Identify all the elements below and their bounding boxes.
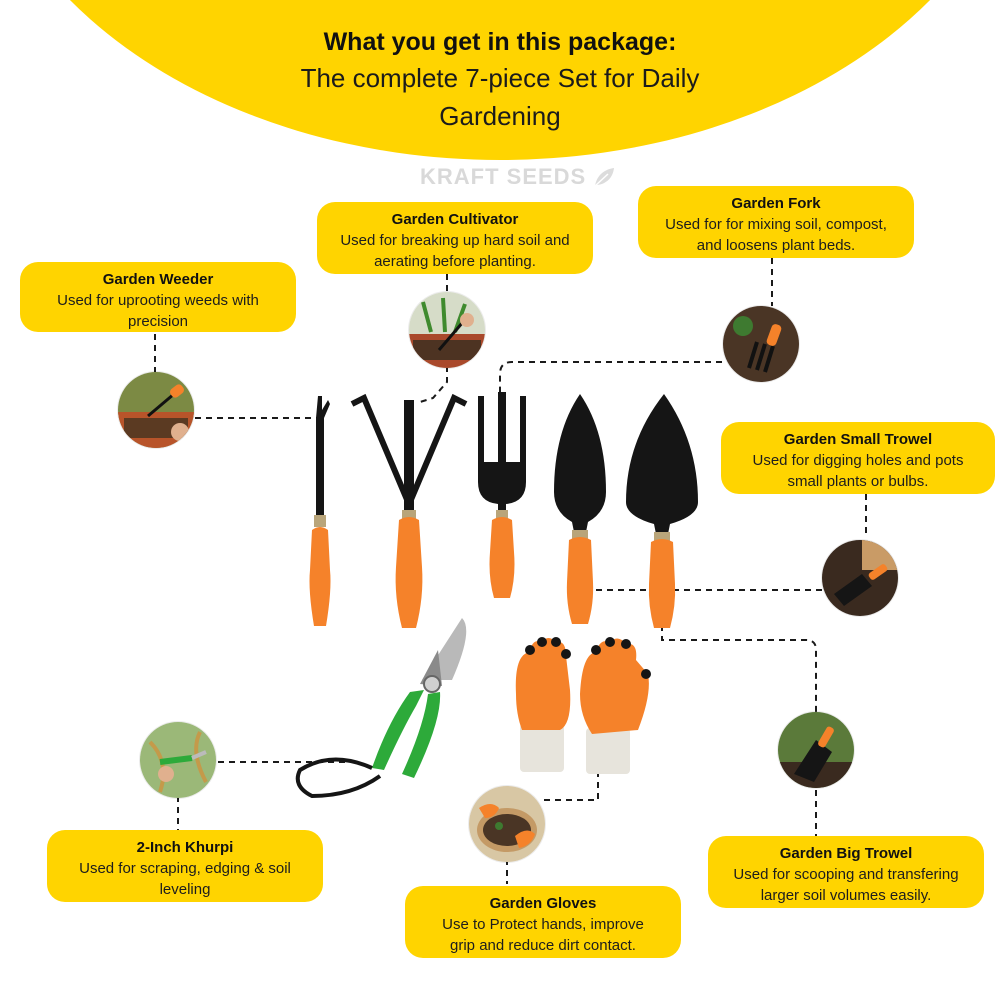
leaf-icon	[594, 168, 615, 187]
gloves-card: Garden Gloves Use to Protect hands, impr…	[405, 886, 681, 958]
fork-thumbnail	[723, 306, 799, 382]
khurpi-title: 2-Inch Khurpi	[136, 839, 234, 856]
cultivator-title: Garden Cultivator	[391, 211, 519, 228]
khurpi-desc-line-2: leveling	[159, 881, 211, 898]
big-trowel-desc-line-2: larger soil volumes easily.	[760, 887, 932, 904]
header-subtitle-line-1: The complete 7-piece Set for Daily	[300, 63, 700, 93]
weeder-thumbnail	[118, 372, 194, 448]
small-trowel-title: Garden Small Trowel	[783, 431, 933, 448]
fork-title: Garden Fork	[731, 195, 821, 212]
cultivator-desc-line-2: aerating before planting.	[374, 253, 536, 270]
header-title: What you get in this package:	[323, 28, 677, 56]
brand-name: KRAFT SEEDS	[420, 164, 587, 189]
weeder-desc-line-1: Used for uprooting weeds with	[57, 292, 259, 309]
gloves-desc-line-2: grip and reduce dirt contact.	[450, 937, 636, 954]
big-trowel-thumbnail	[778, 712, 854, 788]
header: What you get in this package: The comple…	[150, 26, 850, 134]
small-trowel-thumbnail	[822, 540, 898, 616]
cultivator-tool-image	[344, 392, 474, 632]
big-trowel-tool-image	[624, 392, 700, 632]
pruner-tool-image	[292, 610, 482, 802]
khurpi-thumbnail	[140, 722, 216, 798]
weeder-tool-image	[300, 390, 340, 630]
fork-tool-image	[472, 392, 532, 602]
small-trowel-desc-line-1: Used for digging holes and pots	[752, 452, 964, 469]
big-trowel-title: Garden Big Trowel	[779, 845, 913, 862]
fork-desc-line-2: and loosens plant beds.	[696, 237, 856, 254]
gloves-thumbnail	[469, 786, 545, 862]
big-trowel-card: Garden Big Trowel Used for scooping and …	[708, 836, 984, 908]
gloves-tool-image	[512, 634, 652, 776]
weeder-card: Garden Weeder Used for uprooting weeds w…	[20, 262, 296, 332]
fork-desc-line-1: Used for for mixing soil, compost,	[665, 216, 887, 233]
khurpi-card: 2-Inch Khurpi Used for scraping, edging …	[47, 830, 323, 902]
small-trowel-card: Garden Small Trowel Used for digging hol…	[721, 422, 995, 494]
brand-logo: KRAFT SEEDS	[420, 164, 616, 190]
fork-card: Garden Fork Used for for mixing soil, co…	[638, 186, 914, 258]
cultivator-card: Garden Cultivator Used for breaking up h…	[317, 202, 593, 274]
cultivator-thumbnail	[409, 292, 485, 368]
weeder-desc-line-2: precision	[127, 313, 189, 330]
gloves-title: Garden Gloves	[489, 895, 597, 912]
big-trowel-desc-line-1: Used for scooping and transfering	[733, 866, 959, 883]
khurpi-desc-line-1: Used for scraping, edging & soil	[79, 860, 291, 877]
weeder-title: Garden Weeder	[102, 271, 214, 288]
cultivator-desc-line-1: Used for breaking up hard soil and	[340, 232, 570, 249]
header-subtitle-line-2: Gardening	[439, 101, 561, 131]
small-trowel-desc-line-2: small plants or bulbs.	[787, 473, 929, 490]
gloves-desc-line-1: Use to Protect hands, improve	[442, 916, 644, 933]
small-trowel-tool-image	[550, 392, 610, 628]
